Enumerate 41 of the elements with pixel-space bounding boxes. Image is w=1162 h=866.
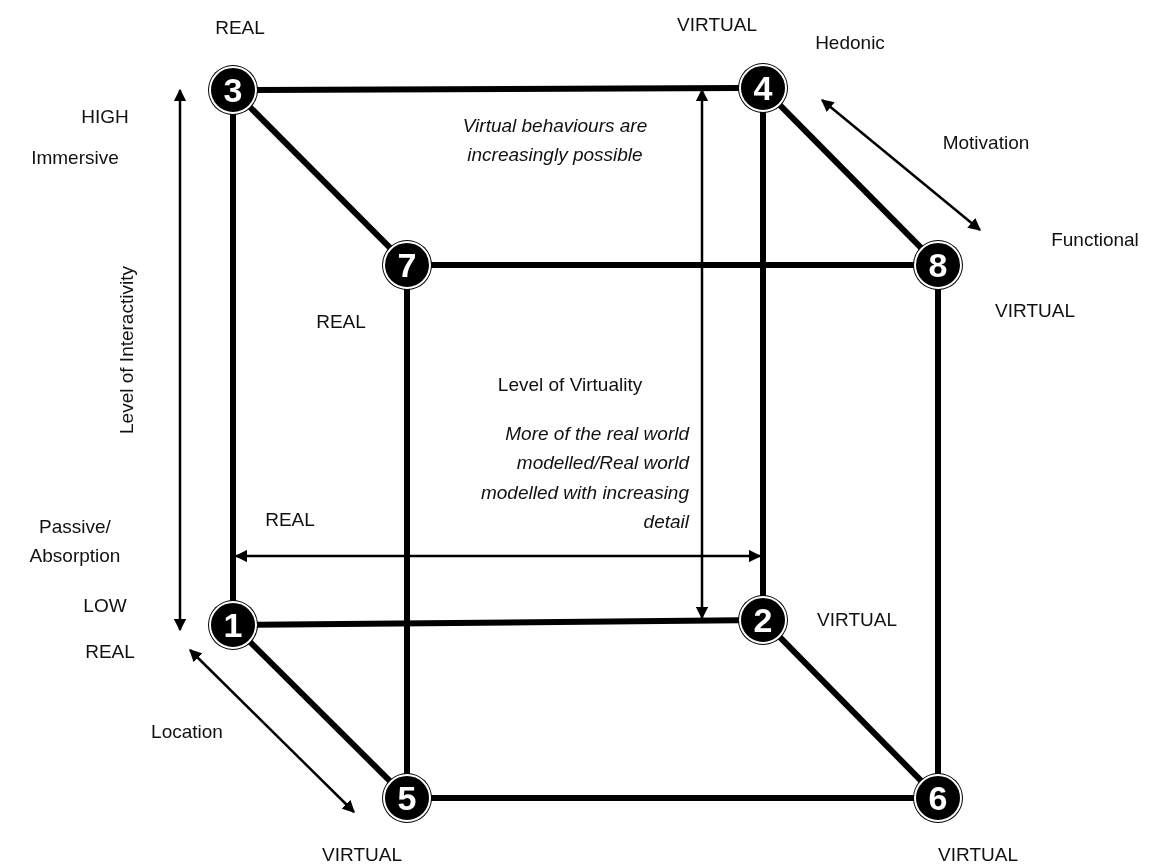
numbered-circle: 3 — [209, 66, 257, 114]
connector-line — [247, 104, 393, 251]
annotation-text: HIGH — [80, 105, 130, 130]
connector-line — [404, 289, 410, 774]
annotation-text: Immersive — [30, 146, 120, 171]
numbered-circle: 1 — [209, 601, 257, 649]
axis-title: Level of Interactivity — [115, 265, 139, 436]
annotation-text: Motivation — [941, 131, 1031, 156]
connector-line — [760, 112, 766, 596]
annotation-text: Virtual behaviours are increasingly possible — [461, 113, 649, 167]
annotation-text: Passive/ Absorption — [28, 514, 122, 568]
connector-line — [247, 639, 393, 784]
numbered-circle: 8 — [914, 241, 962, 289]
numbered-circle: 2 — [739, 596, 787, 644]
corner-label: REAL — [215, 17, 265, 39]
connector-line — [777, 102, 924, 251]
corner-label: REAL — [316, 311, 366, 333]
numbered-circle: 4 — [739, 64, 787, 112]
numbered-circle: 7 — [383, 241, 431, 289]
annotation-text: Location — [150, 720, 224, 745]
corner-label: VIRTUAL — [995, 300, 1075, 322]
annotation-text: REAL — [264, 508, 316, 533]
annotation-text: Functional — [1050, 228, 1140, 253]
corner-label: VIRTUAL — [677, 14, 757, 36]
connector-line — [935, 289, 941, 774]
connector-line — [777, 635, 924, 783]
connector-line — [256, 617, 740, 628]
connector-line — [257, 85, 739, 93]
annotation-text: Level of Virtuality — [496, 373, 644, 398]
corner-label: VIRTUAL — [322, 844, 402, 866]
annotation-text: More of the real world modelled/Real world modelled with increasing detail — [479, 422, 689, 535]
numbered-circle: 5 — [383, 774, 431, 822]
annotation-text: LOW — [82, 594, 128, 619]
connector-line — [431, 262, 914, 268]
corner-label: VIRTUAL — [938, 844, 1018, 866]
connector-line — [230, 114, 236, 601]
corner-label: VIRTUAL — [817, 609, 897, 631]
numbered-circle: 6 — [914, 774, 962, 822]
connector-line — [431, 795, 914, 801]
corner-label: REAL — [85, 641, 135, 663]
annotation-text: Hedonic — [814, 31, 886, 56]
